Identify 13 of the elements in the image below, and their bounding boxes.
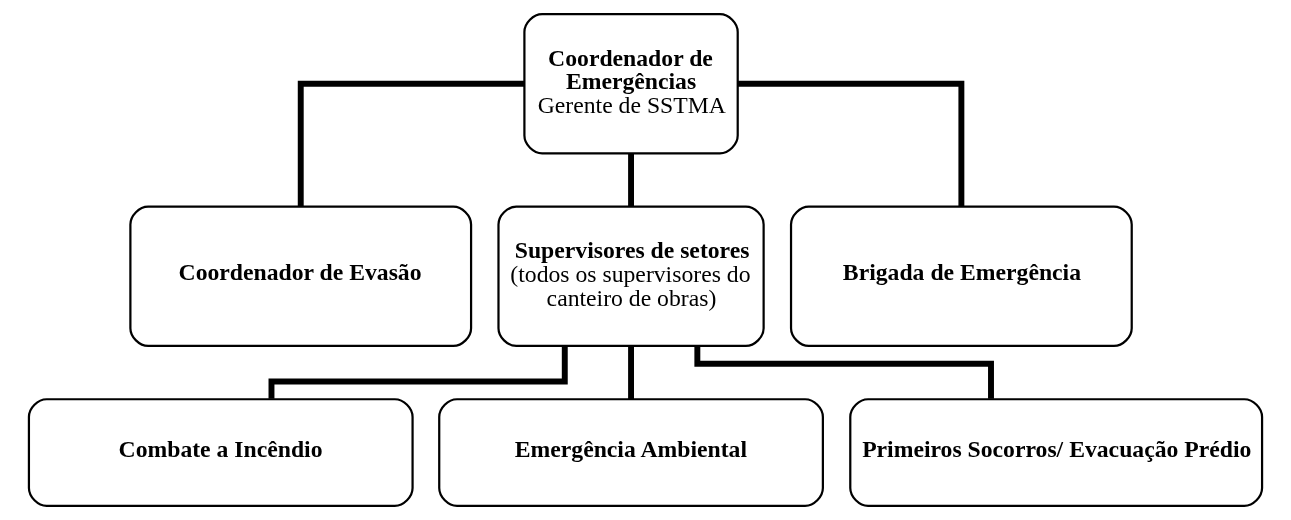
node-box: Supervisores de setores (todos os supervisores do canteiro de obras) [497, 205, 765, 348]
node-box: Primeiros Socorros/ Evacuação Prédio [849, 398, 1264, 507]
connector [737, 80, 965, 207]
node-box: Brigada de Emergência [789, 205, 1133, 348]
connector [268, 346, 568, 399]
node-box: Coordenador de Emergências Gerente de SSTMA [523, 13, 739, 155]
node-box: Combate a Incêndio [27, 398, 414, 507]
connector [628, 345, 635, 400]
connector [297, 80, 525, 207]
node-box: Coordenador de Evasão [129, 205, 473, 348]
node-box: Emergência Ambiental [438, 398, 824, 507]
connector [694, 346, 994, 399]
connector [628, 153, 635, 207]
